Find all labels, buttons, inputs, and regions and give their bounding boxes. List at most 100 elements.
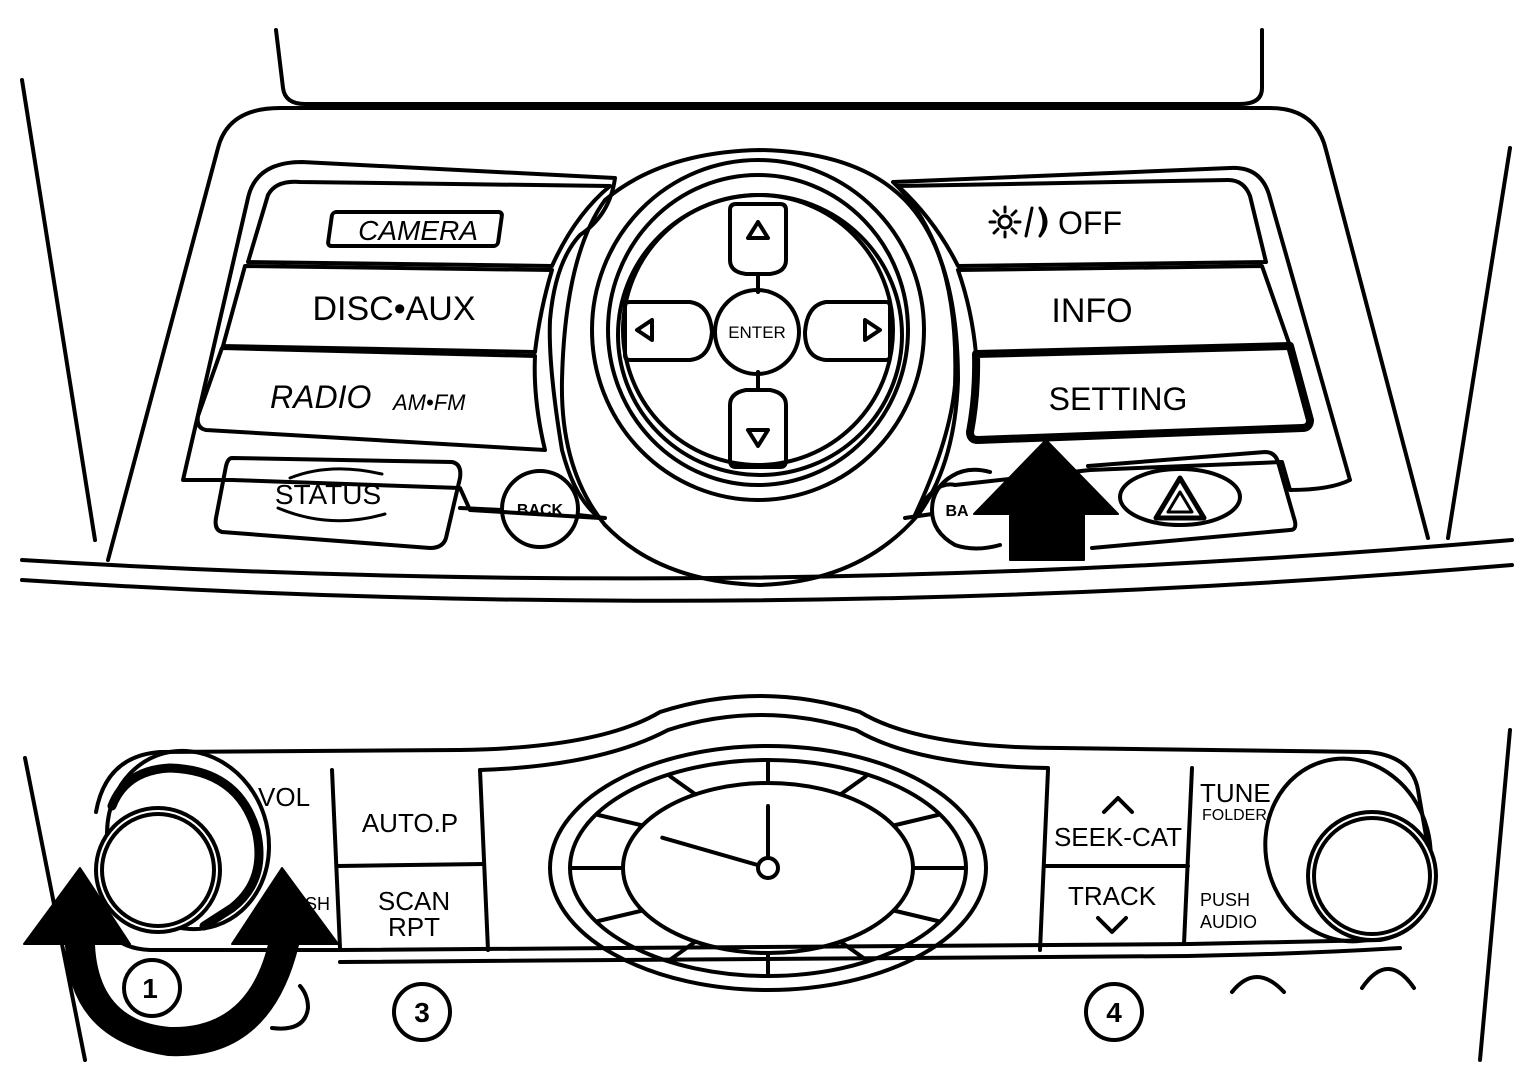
callout-3-label: 3 (414, 997, 430, 1028)
callout-4-circle (1084, 982, 1144, 1042)
volume-knob-face-outline (100, 812, 216, 928)
disc-aux-button-outline (221, 264, 554, 354)
icon-slash (1024, 206, 1034, 238)
back-button-left-outline (500, 469, 580, 549)
bottom-partial-circle-left (270, 984, 310, 1031)
left-button-outline (623, 300, 714, 362)
right-frame-line (1446, 146, 1512, 540)
status-back-connector (458, 506, 504, 512)
info-button[interactable]: INFO (956, 264, 1292, 356)
volume-knob-highlight-ring (107, 763, 264, 931)
upper-panel: CAMERA DISC•AUX RADIO AM•FM STATUS BACK (20, 28, 1514, 603)
controller-ring-1 (590, 158, 926, 502)
lower-right-frame-line (1478, 728, 1512, 1062)
callout-1-label: 1 (142, 973, 158, 1004)
callout-3: 3 (392, 982, 452, 1042)
enter-button-outline (713, 288, 801, 376)
rotate-arrow-band (65, 939, 299, 1057)
camera-button[interactable]: CAMERA (246, 179, 612, 268)
clock-ticks (570, 760, 966, 976)
callout-1-circle (122, 958, 182, 1018)
display-off-button-outline (896, 178, 1268, 268)
hazard-button-outline (1118, 467, 1242, 527)
track-button[interactable]: TRACK (1068, 881, 1157, 934)
up-button[interactable] (728, 202, 788, 276)
clock-hour-hand (660, 835, 770, 870)
hazard-inner-triangle (1166, 490, 1194, 514)
clock-tick (668, 939, 698, 962)
tune-label: TUNE (1200, 778, 1271, 808)
clock-tick (891, 813, 940, 828)
disc-aux-button[interactable]: DISC•AUX (221, 264, 554, 354)
status-swoosh-top (288, 467, 384, 480)
hazard-housing (1086, 450, 1298, 550)
audio-label: AUDIO (1200, 912, 1257, 932)
sun-core (997, 214, 1013, 230)
disc-aux-label: DISC•AUX (312, 290, 475, 328)
clock-tick (596, 813, 645, 828)
volume-knob[interactable] (84, 730, 292, 951)
radio-button[interactable]: RADIO AM•FM (195, 346, 547, 452)
seek-up-chevron-icon (1102, 796, 1134, 814)
status-button[interactable]: STATUS (213, 456, 463, 550)
right-button[interactable] (803, 300, 892, 362)
hazard-triangle-icon (1153, 475, 1207, 521)
down-button-outline (728, 388, 788, 469)
clock-outer-bezel (548, 744, 988, 992)
left-button-recess (181, 160, 617, 520)
scan-rpt-button[interactable]: SCAN RPT (378, 886, 450, 942)
radio-label: RADIO (270, 379, 371, 415)
auto-p-label: AUTO.P (362, 808, 458, 838)
sun-rays (988, 205, 1022, 239)
lower-panel: VOL SH AUTO.P SCAN RPT (23, 694, 1512, 1062)
callout-4-label: 4 (1106, 997, 1122, 1028)
down-arrow-icon (746, 428, 770, 448)
tune-knob[interactable] (1245, 740, 1451, 960)
bottom-partial-circle-mid (1230, 975, 1286, 994)
back-label-right: BA (945, 503, 969, 520)
clock-tick (838, 774, 868, 797)
tune-knob-face-inner (1312, 816, 1432, 936)
hazard-button[interactable] (1086, 450, 1298, 550)
status-swoosh-bottom (276, 506, 387, 523)
back-button-right[interactable]: BA (930, 467, 1002, 551)
clock-center-pivot (756, 856, 780, 880)
setting-label: SETTING (1049, 381, 1188, 417)
panel-housing (106, 106, 1430, 562)
display-off-button[interactable]: OFF (896, 178, 1268, 268)
status-label: STATUS (275, 479, 381, 510)
vol-label: VOL (258, 782, 310, 812)
clock-tick (891, 908, 940, 923)
left-button[interactable] (623, 300, 714, 362)
seek-cat-button[interactable]: SEEK-CAT (1054, 796, 1182, 852)
auto-p-button[interactable]: AUTO.P (362, 808, 458, 838)
camera-label-frame (326, 210, 504, 248)
right-button-outline (803, 300, 892, 362)
radio-sub-label: AM•FM (391, 390, 466, 415)
back-button-left[interactable]: BACK (500, 469, 580, 549)
callout-3-circle (392, 982, 452, 1042)
center-controller (559, 148, 960, 587)
left-frame-line (20, 78, 97, 542)
setting-button[interactable]: SETTING (966, 342, 1314, 444)
enter-label: ENTER (728, 323, 786, 342)
back-right-connector (903, 512, 934, 520)
seek-column-right-edge (1182, 766, 1194, 946)
setting-button-outline (966, 342, 1314, 444)
lower-housing-inner (478, 713, 1050, 772)
sun-moon-icon (988, 205, 1048, 239)
rotate-arrow-head-left (23, 867, 131, 945)
down-button[interactable] (728, 388, 788, 469)
camera-button-outline (246, 179, 612, 268)
scan-label: SCAN (378, 886, 450, 916)
left-arrow-icon (635, 318, 654, 342)
volume-knob-face (94, 806, 222, 934)
clock-tick (596, 908, 645, 923)
seek-column-left-edge (1038, 768, 1050, 952)
enter-button[interactable]: ENTER (713, 288, 801, 376)
back-label-left: BACK (517, 502, 564, 519)
push-label: PUSH (1200, 890, 1250, 910)
clock-tick (668, 774, 698, 797)
rotate-arrow-head-right (231, 867, 339, 945)
